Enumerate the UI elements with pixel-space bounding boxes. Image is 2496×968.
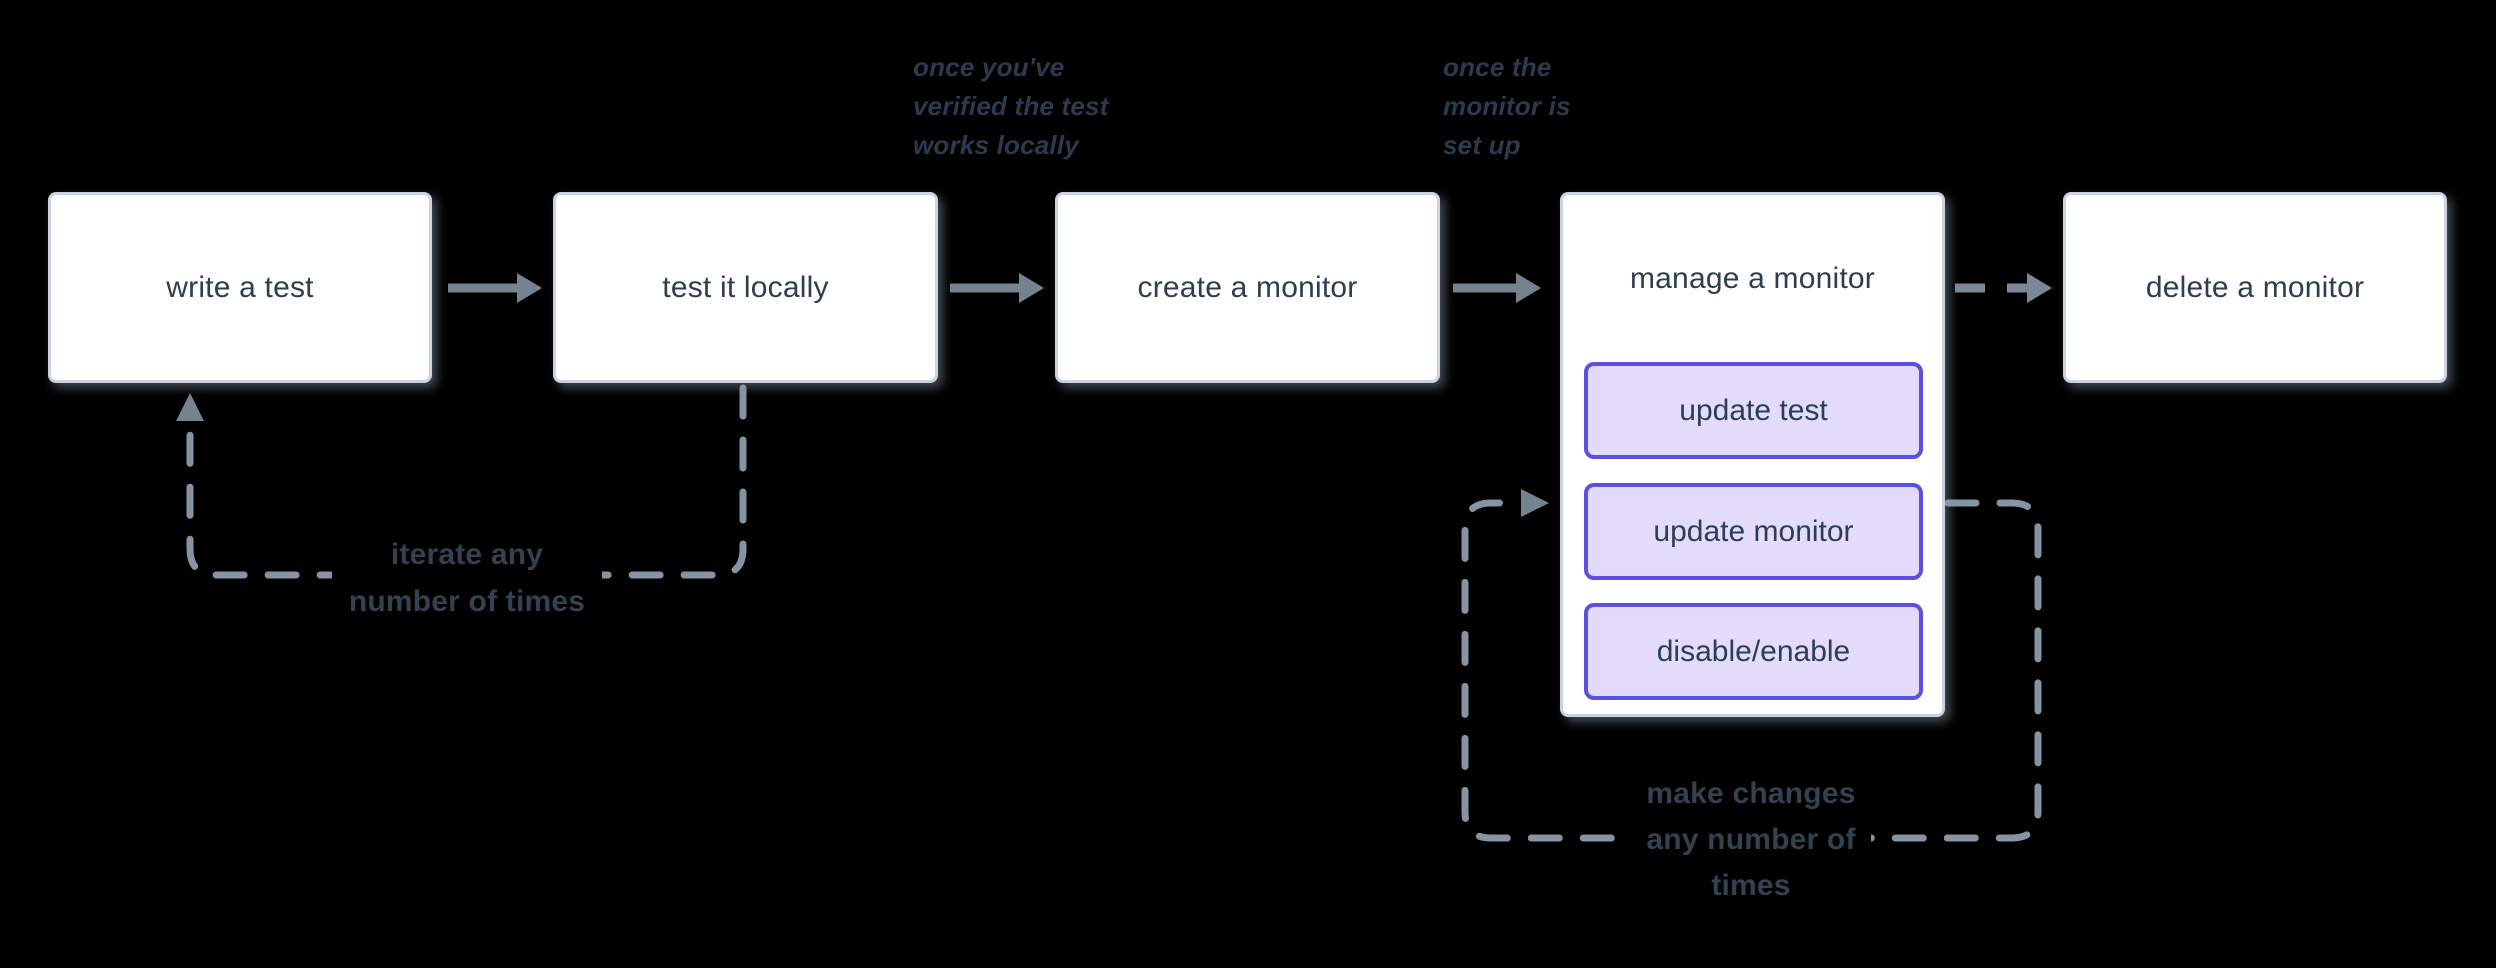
annotation-verified-locally-line2: verified the test	[913, 91, 1109, 121]
node-write-a-test-label: write a test	[166, 270, 314, 304]
loop-label-make-changes-line1: make changes	[1646, 777, 1856, 810]
arrow-manage-to-delete	[1955, 273, 2052, 303]
action-disable-enable: disable/enable	[1584, 603, 1923, 700]
node-manage-a-monitor-label: manage a monitor	[1629, 261, 1875, 295]
annotation-verified-locally: once you've verified the test works loca…	[913, 48, 1109, 165]
arrow-write-to-test	[448, 273, 542, 303]
annotation-verified-locally-line1: once you've	[913, 52, 1065, 82]
action-update-test: update test	[1584, 362, 1923, 459]
annotation-monitor-setup-line2: monitor is	[1443, 91, 1571, 121]
annotation-monitor-setup-line3: set up	[1443, 130, 1521, 160]
annotation-verified-locally-line3: works locally	[913, 130, 1079, 160]
arrow-create-to-manage	[1453, 273, 1541, 303]
node-manage-a-monitor: manage a monitor update test update moni…	[1560, 192, 1945, 717]
loop-label-make-changes: make changes any number of times	[1631, 771, 1871, 909]
annotation-monitor-setup-line1: once the	[1443, 52, 1552, 82]
loop-label-iterate-line1: iterate any	[390, 538, 544, 571]
node-test-it-locally: test it locally	[553, 192, 938, 383]
node-create-a-monitor-label: create a monitor	[1137, 270, 1358, 304]
node-write-a-test: write a test	[48, 192, 432, 383]
node-delete-a-monitor: delete a monitor	[2063, 192, 2447, 383]
loop-label-make-changes-line3: times	[1711, 869, 1791, 902]
node-test-it-locally-label: test it locally	[662, 270, 829, 304]
loop-label-iterate-line2: number of times	[348, 585, 586, 618]
loop-label-iterate: iterate any number of times	[332, 531, 602, 625]
node-create-a-monitor: create a monitor	[1055, 192, 1440, 383]
annotation-monitor-setup: once the monitor is set up	[1443, 48, 1571, 165]
loop-iterate	[176, 384, 747, 579]
action-update-monitor: update monitor	[1584, 483, 1923, 580]
node-delete-a-monitor-label: delete a monitor	[2145, 270, 2365, 304]
arrow-test-to-create	[950, 273, 1044, 303]
loop-label-make-changes-line2: any number of	[1646, 823, 1856, 856]
